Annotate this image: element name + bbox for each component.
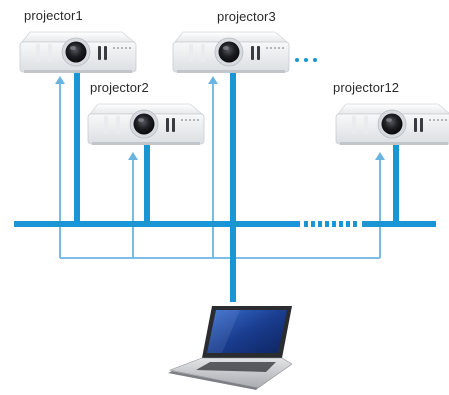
- network-drop-projector1: [74, 72, 80, 224]
- signal-lines: [55, 76, 385, 259]
- projector3-label: projector3: [217, 9, 276, 24]
- projector2-label: projector2: [90, 80, 149, 95]
- signal-arrow-projector2: [128, 152, 138, 160]
- network-drop-projector3: [230, 72, 236, 302]
- laptop-icon: [168, 306, 293, 390]
- projector12-label: projector12: [333, 80, 400, 95]
- signal-arrow-projector3: [208, 76, 218, 84]
- network-bus-left: [14, 221, 300, 227]
- signal-arrow-projector1: [55, 76, 65, 84]
- network-drop-projector12: [393, 144, 399, 224]
- network-lines: [14, 72, 436, 302]
- network-drop-projector2: [144, 144, 150, 224]
- projector-icon: [87, 103, 205, 146]
- projector1-label: projector1: [24, 8, 83, 23]
- projector-icon: [172, 31, 290, 74]
- projector-icon: [335, 103, 449, 146]
- more-projectors-ellipsis: [295, 58, 317, 62]
- projector-icon: [19, 31, 137, 74]
- signal-arrow-projector12: [375, 152, 385, 160]
